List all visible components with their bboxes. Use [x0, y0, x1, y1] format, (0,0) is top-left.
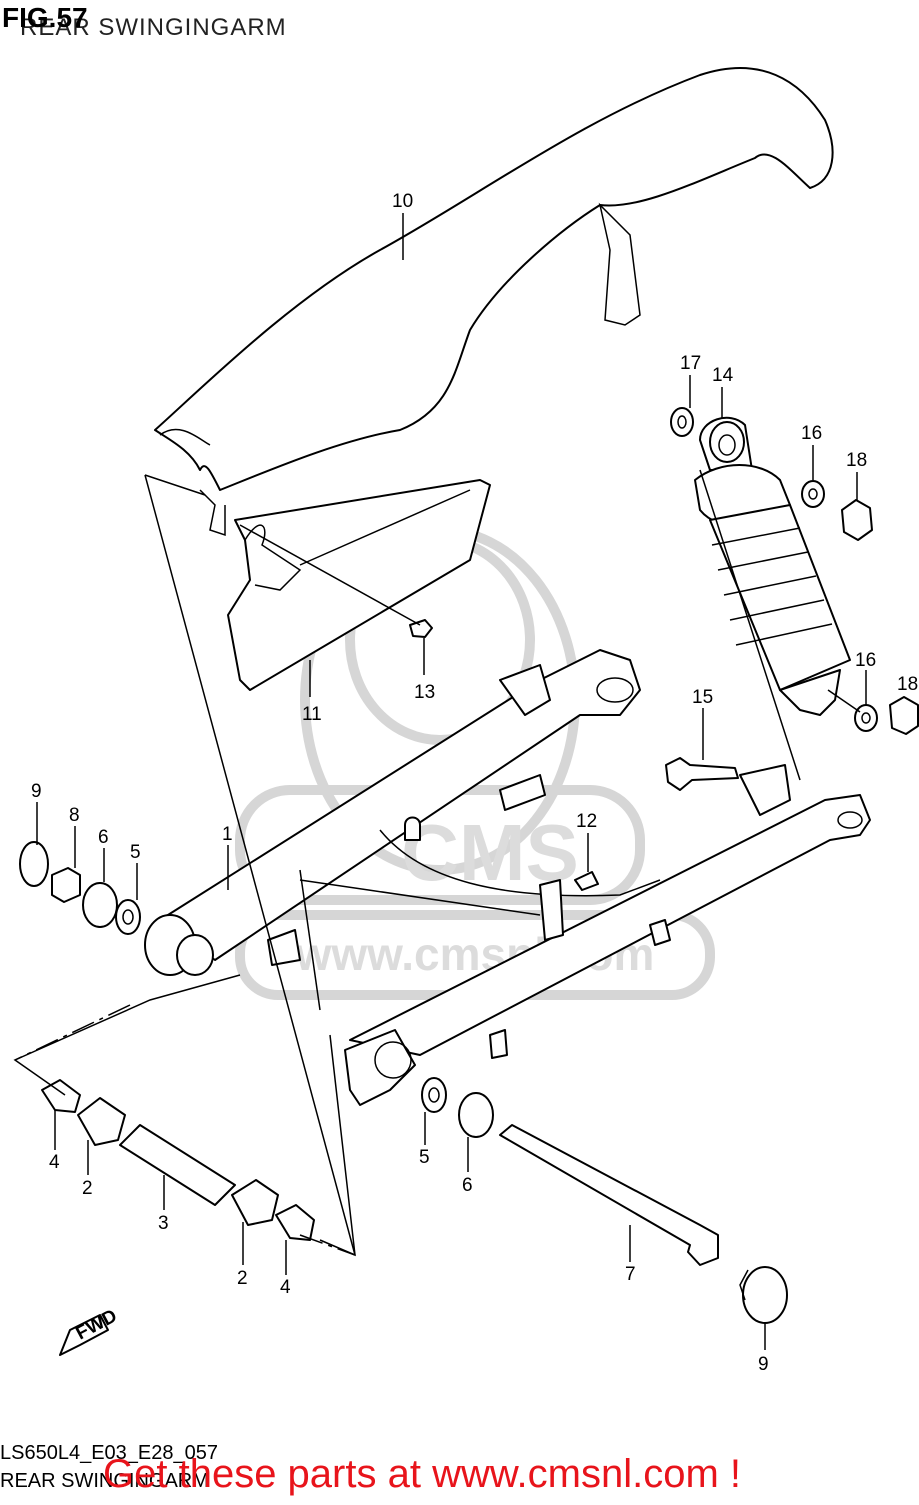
spacer-part-6-right — [458, 1092, 494, 1138]
footer-caption: REAR SWINGINGARM — [0, 1470, 209, 1492]
callout-9-right: 9 — [758, 1354, 769, 1375]
callout-leaders — [36, 213, 867, 1350]
callout-11: 11 — [302, 704, 322, 725]
callout-10: 10 — [392, 191, 413, 212]
watermark: CMS www.cmsnl.com — [235, 525, 715, 1000]
callout-1: 1 — [222, 824, 233, 845]
collar-part-4-left — [41, 1079, 81, 1113]
callout-9-left: 9 — [31, 781, 42, 802]
callout-2-left: 2 — [82, 1178, 93, 1199]
callout-13: 13 — [414, 682, 435, 703]
callout-6-left: 6 — [98, 827, 109, 848]
callout-4-left: 4 — [49, 1152, 60, 1173]
pivot-shaft-part-7 — [499, 1124, 719, 1266]
forward-label: FWD — [72, 1306, 120, 1345]
callout-8: 8 — [69, 805, 80, 826]
callout-16-upper: 16 — [801, 423, 822, 444]
washer-part-5-left — [115, 899, 141, 935]
shock-absorber-part-14 — [694, 416, 851, 716]
washer-part-16-lower — [854, 704, 878, 732]
nut-part-18-lower — [889, 696, 919, 735]
callout-12: 12 — [576, 811, 597, 832]
callout-15: 15 — [692, 687, 713, 708]
callout-labels: 10 11 13 12 17 14 16 18 16 18 15 1 9 8 6… — [31, 191, 918, 1375]
callout-7: 7 — [625, 1264, 636, 1285]
callout-14: 14 — [712, 365, 734, 386]
callout-6-right: 6 — [462, 1175, 473, 1196]
bolt-part-12 — [574, 871, 599, 891]
figure-subtitle: REAR SWINGINGARM — [20, 14, 287, 41]
assembly-lines — [13, 469, 861, 1257]
callout-18-upper: 18 — [846, 450, 867, 471]
bearing-part-2-left — [77, 1097, 126, 1146]
callout-4-right: 4 — [280, 1277, 291, 1298]
nut-part-8 — [51, 867, 81, 903]
bolt-part-13 — [409, 619, 433, 638]
cap-part-9-left — [19, 841, 49, 887]
washer-part-17 — [670, 407, 694, 437]
swingarm-part-1 — [144, 649, 871, 1106]
callout-3: 3 — [158, 1213, 169, 1234]
bearing-part-2-right — [231, 1179, 279, 1226]
callout-16-lower: 16 — [855, 650, 876, 671]
callout-18-lower: 18 — [897, 674, 918, 695]
chain-case-part-10 — [154, 66, 834, 537]
promo-link[interactable]: Get these parts at www.cmsnl.com ! — [103, 1452, 741, 1496]
bolt-part-15 — [665, 757, 739, 791]
nut-part-18-upper — [841, 499, 873, 541]
washer-part-5-right — [421, 1077, 447, 1113]
callout-5-left: 5 — [130, 842, 141, 863]
figure-code: LS650L4_E03_E28_057 — [0, 1442, 218, 1464]
callout-17: 17 — [680, 353, 701, 374]
spacer-part-6-left — [82, 882, 118, 928]
callout-5-right: 5 — [419, 1147, 430, 1168]
forward-direction-arrow: FWD — [59, 1306, 121, 1356]
washer-part-16-upper — [801, 480, 825, 508]
collar-part-4-right — [275, 1204, 315, 1241]
callout-2-right: 2 — [237, 1268, 248, 1289]
cap-part-9-right — [742, 1266, 788, 1324]
figure-title: FIG.57 — [2, 2, 88, 33]
spacer-tube-part-3 — [119, 1124, 236, 1206]
chain-guard-part-11 — [227, 479, 491, 691]
